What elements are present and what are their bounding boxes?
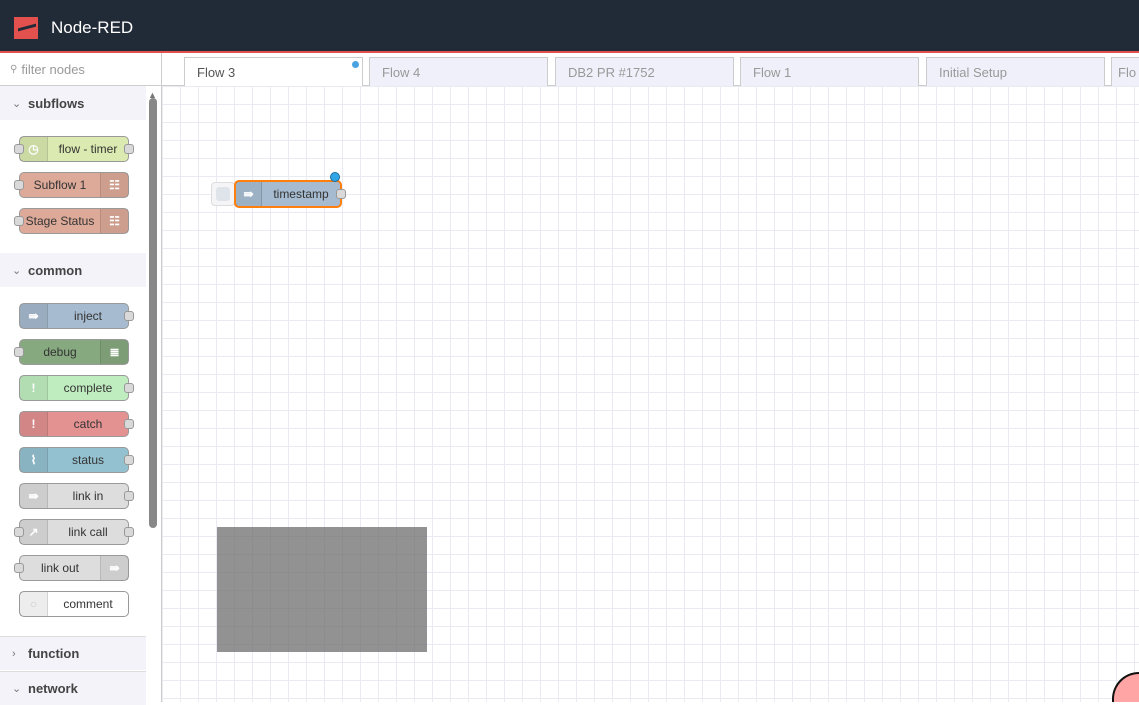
chevron-down-icon: ⌄ <box>12 264 22 277</box>
app-title: Node-RED <box>51 18 134 37</box>
scroll-up-arrow[interactable]: ▲ <box>148 90 157 100</box>
category-network[interactable]: ⌄network <box>0 671 146 705</box>
subflow-icon: ☷ <box>100 173 128 197</box>
corner-button[interactable] <box>1112 672 1139 702</box>
palette-node-comment[interactable]: ○comment <box>19 591 129 617</box>
flow-canvas[interactable]: ⇛timestamp <box>162 86 1139 702</box>
palette-node-link-in[interactable]: ⇛link in <box>19 483 134 509</box>
workspace: Flow 3 Flow 4 DB2 PR #1752 Flow 1 Initia… <box>162 53 1139 702</box>
inject-trigger-button[interactable] <box>211 182 235 206</box>
category-common[interactable]: ⌄common <box>0 253 146 287</box>
category-function[interactable]: ›function <box>0 636 146 670</box>
category-subflows[interactable]: ⌄subflows <box>0 86 146 120</box>
palette-node-flow-timer[interactable]: ◷flow - timer <box>14 136 134 162</box>
navigator-viewport[interactable] <box>217 527 427 652</box>
link-call-icon: ↗ <box>20 520 48 544</box>
exclamation-icon: ! <box>20 412 48 436</box>
node-red-logo <box>14 17 38 39</box>
tab-flow-1[interactable]: Flow 1 <box>740 57 919 86</box>
link-out-icon: ⇛ <box>100 556 128 580</box>
chevron-down-icon: ⌄ <box>12 97 22 110</box>
palette-node-subflow-1[interactable]: Subflow 1☷ <box>14 172 129 198</box>
filter-nodes-input[interactable]: ⚲filter nodes <box>0 53 161 86</box>
palette-node-inject[interactable]: ⇛inject <box>19 303 134 329</box>
arrow-in-icon: ⇛ <box>236 182 262 206</box>
comment-icon: ○ <box>20 592 48 616</box>
search-icon: ⚲ <box>10 63 18 75</box>
exclamation-icon: ! <box>20 376 48 400</box>
subflow-icon: ☷ <box>100 209 128 233</box>
palette-node-catch[interactable]: !catch <box>19 411 134 437</box>
tab-flow-partial[interactable]: Flo <box>1111 57 1139 86</box>
arrow-in-icon: ⇛ <box>20 304 48 328</box>
palette-scrollbar[interactable] <box>149 98 157 528</box>
link-in-icon: ⇛ <box>20 484 48 508</box>
pulse-icon: ⌇ <box>20 448 48 472</box>
palette: ⚲filter nodes ▲ ⌄subflows ◷flow - timer … <box>0 53 162 705</box>
palette-node-complete[interactable]: !complete <box>19 375 134 401</box>
palette-node-stage-status[interactable]: Stage Status☷ <box>14 208 129 234</box>
flow-tabs: Flow 3 Flow 4 DB2 PR #1752 Flow 1 Initia… <box>162 53 1139 87</box>
changed-indicator-icon <box>330 172 340 182</box>
palette-node-link-call[interactable]: ↗link call <box>14 519 134 545</box>
tab-initial-setup[interactable]: Initial Setup <box>926 57 1105 86</box>
canvas-node-timestamp[interactable]: ⇛timestamp <box>234 180 346 208</box>
tab-db2-pr-1752[interactable]: DB2 PR #1752 <box>555 57 734 86</box>
palette-node-status[interactable]: ⌇status <box>19 447 134 473</box>
output-port[interactable] <box>336 189 346 199</box>
tab-flow-4[interactable]: Flow 4 <box>369 57 548 86</box>
timer-icon: ◷ <box>20 137 48 161</box>
chevron-down-icon: ⌄ <box>12 683 22 695</box>
chevron-right-icon: › <box>12 647 16 660</box>
debug-list-icon: ≣ <box>100 340 128 364</box>
header: Node-RED <box>0 0 1139 53</box>
palette-node-debug[interactable]: debug≣ <box>14 339 129 365</box>
changed-indicator-icon <box>352 61 359 68</box>
tab-flow-3[interactable]: Flow 3 <box>184 57 363 87</box>
palette-node-link-out[interactable]: link out⇛ <box>14 555 129 581</box>
